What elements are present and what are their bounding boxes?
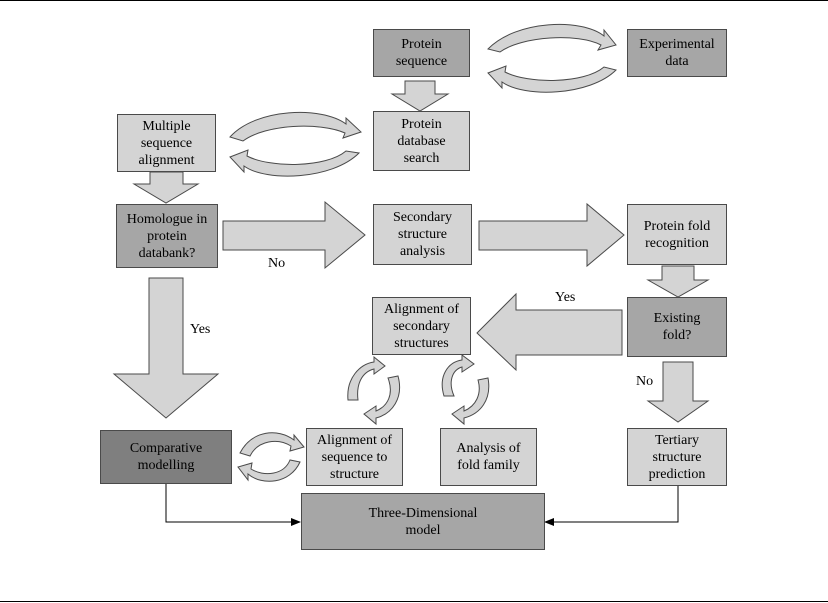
existing-fold-decision-box: Existing fold? bbox=[627, 297, 727, 357]
arrow-fold-recognition-to-existing-fold bbox=[646, 265, 710, 298]
arrow-alignment-to-homologue bbox=[132, 171, 200, 204]
protein-sequence-box: Protein sequence bbox=[373, 29, 470, 77]
label-yes-existing-fold: Yes bbox=[555, 290, 576, 305]
line-tertiary-to-model bbox=[544, 486, 679, 526]
label-no-homologue: No bbox=[268, 256, 286, 271]
tertiary-structure-prediction-box: Tertiary structure prediction bbox=[627, 428, 727, 486]
homologue-decision-box: Homologue in protein databank? bbox=[116, 204, 218, 268]
arrow-homologue-to-secondary bbox=[222, 200, 366, 270]
cycle-comparative-alignment bbox=[237, 432, 305, 482]
analysis-of-fold-family-box: Analysis of fold family bbox=[440, 428, 537, 486]
cycle-secondary-fold-family bbox=[441, 354, 490, 426]
protein-database-search-box: Protein database search bbox=[373, 111, 470, 171]
label-yes-homologue: Yes bbox=[190, 322, 211, 337]
arrow-existing-to-alignment-secondary bbox=[476, 292, 623, 372]
arrow-sequence-to-search bbox=[390, 80, 450, 112]
top-rule bbox=[0, 0, 828, 1]
alignment-of-sequence-to-structure-box: Alignment of sequence to structure bbox=[306, 428, 403, 486]
multiple-sequence-alignment-box: Multiple sequence alignment bbox=[117, 114, 216, 172]
arrow-secondary-to-fold-recognition bbox=[478, 202, 625, 268]
three-dimensional-model-box: Three-Dimensional model bbox=[301, 493, 545, 550]
cycle-secondary-sequence bbox=[347, 355, 400, 426]
protein-fold-recognition-box: Protein fold recognition bbox=[627, 204, 727, 265]
line-comparative-to-model bbox=[165, 484, 301, 526]
comparative-modelling-box: Comparative modelling bbox=[100, 430, 232, 484]
label-no-existing-fold: No bbox=[636, 374, 654, 389]
secondary-structure-analysis-box: Secondary structure analysis bbox=[373, 204, 472, 265]
alignment-of-secondary-structures-box: Alignment of secondary structures bbox=[372, 297, 471, 355]
cycle-alignment-search bbox=[229, 111, 362, 177]
bottom-rule bbox=[0, 601, 828, 602]
experimental-data-box: Experimental data bbox=[627, 29, 727, 77]
arrow-existing-to-tertiary bbox=[646, 361, 710, 423]
cycle-sequence-experimental bbox=[487, 23, 617, 93]
arrow-homologue-to-comparative bbox=[112, 277, 220, 419]
